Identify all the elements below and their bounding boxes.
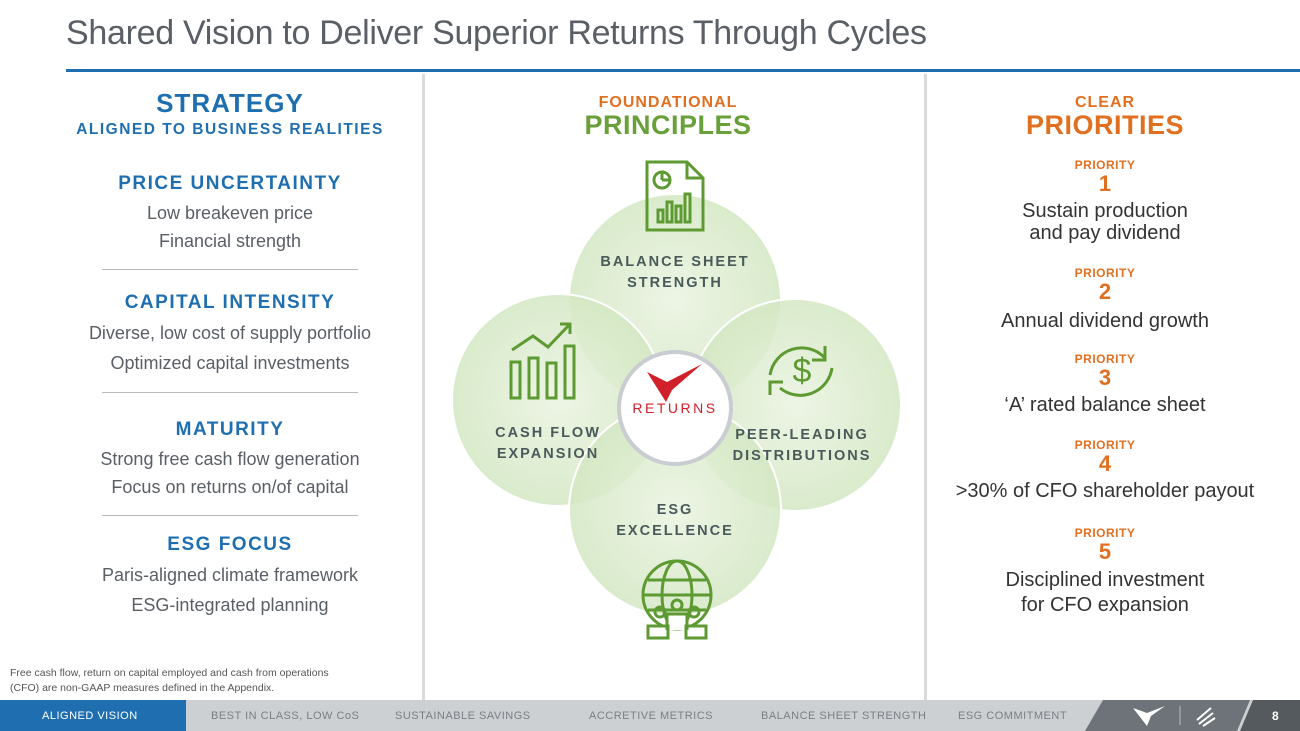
company-logo-icon xyxy=(1133,706,1165,726)
nav-tab-best-in-class[interactable]: BEST IN CLASS, LOW CoS xyxy=(211,710,360,722)
priority-number: 1 xyxy=(1098,171,1112,196)
priority-label: PRIORITY xyxy=(1074,352,1136,366)
divider xyxy=(102,269,358,270)
section-line: Strong free cash flow generation xyxy=(100,449,360,469)
report-document-icon xyxy=(645,160,705,232)
priority-label: PRIORITY xyxy=(1074,526,1136,540)
label-line: CASH FLOW xyxy=(495,425,601,441)
label-line: EXCELLENCE xyxy=(616,523,734,539)
section-title: PRICE UNCERTAINTY xyxy=(118,173,342,194)
strategy-subheading: ALIGNED TO BUSINESS REALITIES xyxy=(76,121,384,138)
priority-label: PRIORITY xyxy=(1074,266,1136,280)
section-line: Optimized capital investments xyxy=(110,353,350,373)
globe-people-icon xyxy=(641,559,713,640)
nav-tab-balance-sheet[interactable]: BALANCE SHEET STRENGTH xyxy=(761,710,927,722)
priority-item: PRIORITY 3 ‘A’ rated balance sheet xyxy=(940,352,1270,416)
label-line: STRENGTH xyxy=(627,275,723,291)
section-line: Paris-aligned climate framework xyxy=(101,565,359,585)
priorities-column: CLEAR PRIORITIES PRIORITY 1 Sustain prod… xyxy=(940,94,1270,618)
strategy-section: PRICE UNCERTAINTY Low breakeven price Fi… xyxy=(60,173,400,255)
growth-chart-icon xyxy=(509,322,576,400)
section-title: CAPITAL INTENSITY xyxy=(124,292,336,313)
priorities-heading-small: CLEAR xyxy=(1074,94,1136,111)
section-title: MATURITY xyxy=(175,419,285,440)
label-line: BALANCE SHEET xyxy=(600,254,750,270)
label-line: PEER-LEADING xyxy=(735,427,869,443)
priority-item: PRIORITY 1 Sustain production and pay di… xyxy=(940,158,1270,244)
strategy-section: ESG FOCUS Paris-aligned climate framewor… xyxy=(60,534,400,620)
title-rule xyxy=(66,69,1300,72)
priority-number: 5 xyxy=(1098,539,1112,564)
section-nav-bar: ALIGNED VISION BEST IN CLASS, LOW CoS SU… xyxy=(0,700,1300,731)
dollar-cycle-icon xyxy=(768,346,834,397)
label-distributions: PEER-LEADING DISTRIBUTIONS xyxy=(722,425,882,467)
returns-circle xyxy=(617,350,733,466)
priority-text: for CFO expansion xyxy=(1021,594,1189,616)
priority-text: Sustain production xyxy=(1022,200,1188,222)
priorities-heading: PRIORITIES xyxy=(1025,110,1185,140)
dollar-icon: $ xyxy=(793,352,812,390)
label-line: DISTRIBUTIONS xyxy=(732,448,872,464)
priority-text: >30% of CFO shareholder payout xyxy=(955,480,1255,502)
priority-label: PRIORITY xyxy=(1074,158,1136,172)
section-line: ESG-integrated planning xyxy=(131,595,329,615)
priority-number: 3 xyxy=(1098,365,1112,390)
footnote: Free cash flow, return on capital employ… xyxy=(10,666,329,696)
divider xyxy=(102,515,358,516)
strategy-section: CAPITAL INTENSITY Diverse, low cost of s… xyxy=(60,292,400,378)
priority-number: 4 xyxy=(1098,451,1112,476)
divider xyxy=(102,392,358,393)
returns-label: RETURNS xyxy=(632,400,718,416)
priority-text: and pay dividend xyxy=(1029,222,1181,244)
nav-tab-label: ALIGNED VISION xyxy=(42,710,138,722)
nav-tab-accretive-metrics[interactable]: ACCRETIVE METRICS xyxy=(589,710,714,722)
label-balance-sheet: BALANCE SHEET STRENGTH xyxy=(590,252,760,294)
principles-heading: PRINCIPLES xyxy=(584,110,752,140)
nav-tab-sustainable-savings[interactable]: SUSTAINABLE SAVINGS xyxy=(395,710,531,722)
column-divider xyxy=(924,74,927,700)
principles-header: FOUNDATIONAL PRINCIPLES xyxy=(540,94,796,140)
section-line: Diverse, low cost of supply portfolio xyxy=(88,323,372,343)
nav-tab-esg-commitment[interactable]: ESG COMMITMENT xyxy=(958,710,1068,722)
priority-text: ‘A’ rated balance sheet xyxy=(1004,394,1206,416)
strategy-heading: STRATEGY xyxy=(156,88,304,118)
label-esg: ESG EXCELLENCE xyxy=(600,500,750,542)
section-line: Low breakeven price xyxy=(146,203,314,223)
section-line: Focus on returns on/of capital xyxy=(111,477,349,497)
column-divider xyxy=(422,74,425,700)
priority-text: Disciplined investment xyxy=(1005,569,1205,591)
footnote-line: (CFO) are non-GAAP measures defined in t… xyxy=(10,682,275,694)
priority-number: 2 xyxy=(1098,279,1112,304)
priority-item: PRIORITY 4 >30% of CFO shareholder payou… xyxy=(940,438,1270,502)
label-line: ESG xyxy=(656,502,694,518)
brand-logos xyxy=(1085,700,1300,731)
company-logo-icon xyxy=(647,364,702,402)
nav-tab-aligned-vision[interactable]: ALIGNED VISION xyxy=(0,700,186,731)
section-line: Financial strength xyxy=(158,231,302,251)
page-title: Shared Vision to Deliver Superior Return… xyxy=(66,14,927,52)
partner-logo-icon xyxy=(1196,707,1216,727)
label-cash-flow: CASH FLOW EXPANSION xyxy=(478,423,618,465)
page-number: 8 xyxy=(1272,709,1279,723)
section-title: ESG FOCUS xyxy=(167,534,293,555)
priority-item: PRIORITY 5 Disciplined investment for CF… xyxy=(940,526,1270,618)
strategy-section: MATURITY Strong free cash flow generatio… xyxy=(60,419,400,501)
priority-text: Annual dividend growth xyxy=(1001,310,1209,332)
footnote-line: Free cash flow, return on capital employ… xyxy=(10,667,329,679)
label-line: EXPANSION xyxy=(496,446,600,462)
priority-label: PRIORITY xyxy=(1074,438,1136,452)
venn-diagram: $ xyxy=(451,160,902,640)
strategy-column: STRATEGY ALIGNED TO BUSINESS REALITIES P… xyxy=(60,88,400,620)
principles-heading-small: FOUNDATIONAL xyxy=(598,94,738,111)
priority-item: PRIORITY 2 Annual dividend growth xyxy=(940,266,1270,332)
